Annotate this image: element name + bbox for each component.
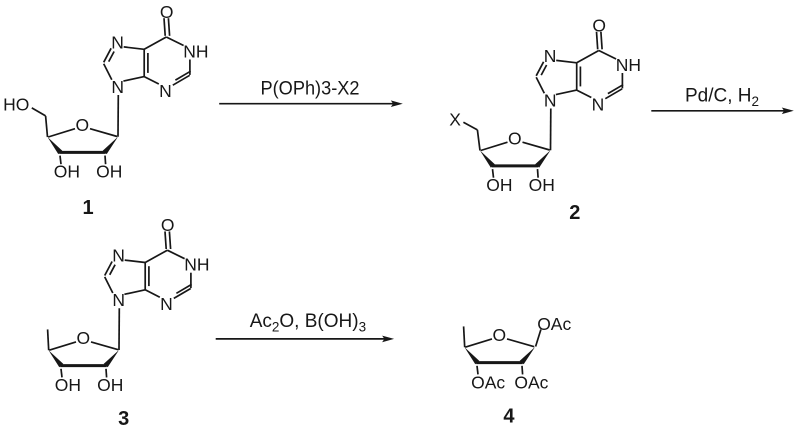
svg-text:X: X [449,109,461,129]
svg-text:Pd/C, H2: Pd/C, H2 [685,85,759,109]
svg-text:HO: HO [3,94,29,114]
svg-text:2: 2 [569,202,580,224]
svg-text:1: 1 [82,197,93,219]
svg-text:OAc: OAc [514,373,548,393]
svg-text:OAc: OAc [537,314,571,334]
svg-text:OAc: OAc [471,373,505,393]
svg-text:4: 4 [503,406,515,428]
svg-text:3: 3 [118,408,129,429]
svg-text:P(OPh)3-X2: P(OPh)3-X2 [261,79,360,100]
svg-text:Ac2O, B(OH)3: Ac2O, B(OH)3 [250,311,366,335]
